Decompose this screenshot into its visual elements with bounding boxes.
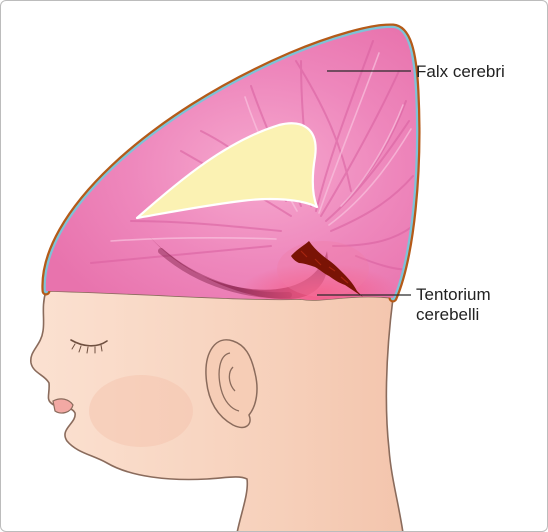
tentorium-label-line-2: cerebelli: [416, 305, 491, 325]
lips: [53, 399, 73, 413]
falx-cerebri-label: Falx cerebri: [416, 62, 505, 82]
cheek-shading: [89, 375, 193, 447]
tentorium-label-line-1: Tentorium: [416, 285, 491, 305]
tentorium-cerebelli-label: Tentorium cerebelli: [416, 285, 491, 325]
